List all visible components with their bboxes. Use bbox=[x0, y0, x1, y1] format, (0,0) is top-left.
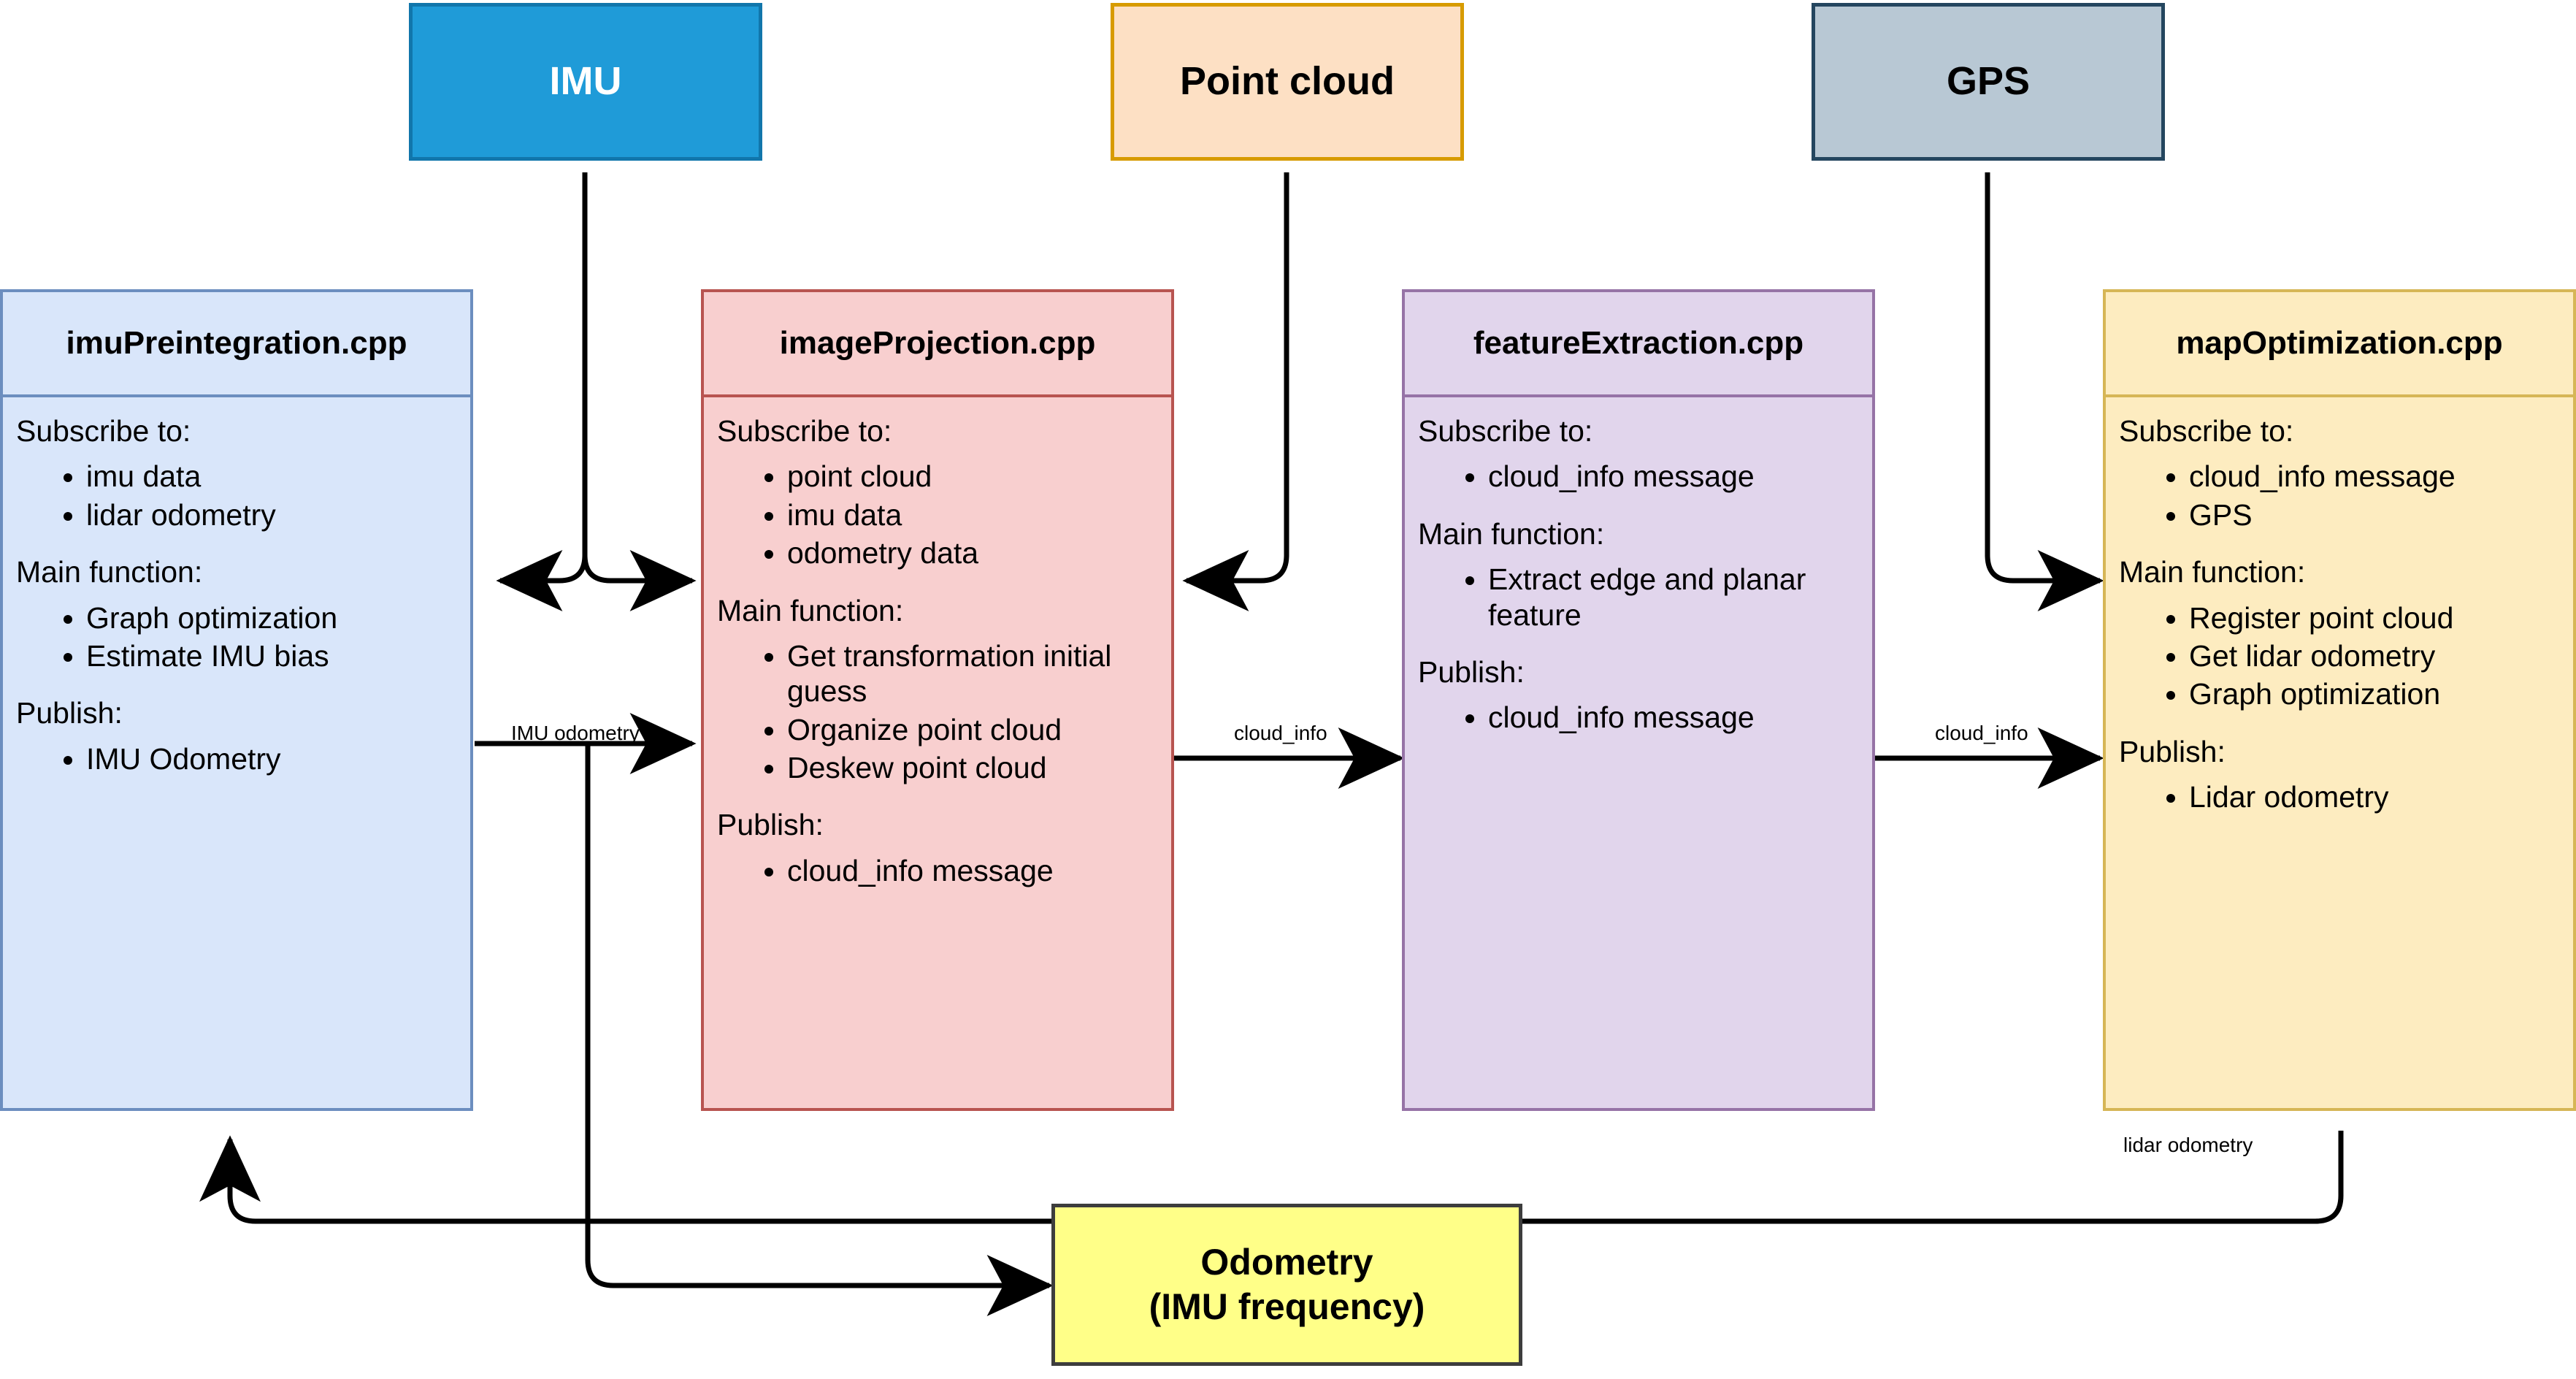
module-title-imageprojection: imageProjection.cpp bbox=[704, 292, 1171, 397]
source-node-imu-label: IMU bbox=[549, 59, 622, 104]
source-node-gps-label: GPS bbox=[1946, 59, 2031, 104]
section-list: cloud_info message bbox=[717, 853, 1158, 888]
section-list: IMU Odometry bbox=[16, 741, 457, 776]
module-body-imupreintegration: Subscribe to: imu data lidar odometry Ma… bbox=[3, 397, 470, 1108]
output-node-odometry[interactable]: Odometry (IMU frequency) bbox=[1051, 1204, 1522, 1366]
section-list: Lidar odometry bbox=[2119, 779, 2560, 814]
module-node-imupreintegration[interactable]: imuPreintegration.cpp Subscribe to: imu … bbox=[0, 289, 473, 1111]
section-heading: Publish: bbox=[16, 696, 123, 730]
module-body-imageprojection: Subscribe to: point cloud imu data odome… bbox=[704, 397, 1171, 1108]
section-heading: Main function: bbox=[2119, 555, 2306, 589]
list-item: lidar odometry bbox=[86, 497, 457, 532]
section-heading: Main function: bbox=[16, 555, 203, 589]
edge-label-lidar-odometry: lidar odometry bbox=[2123, 1134, 2253, 1156]
section-list: cloud_info message GPS bbox=[2119, 459, 2560, 532]
module-node-mapoptimization[interactable]: mapOptimization.cpp Subscribe to: cloud_… bbox=[2103, 289, 2576, 1111]
section-heading: Main function: bbox=[717, 593, 904, 627]
module-title-imupreintegration: imuPreintegration.cpp bbox=[3, 292, 470, 397]
module-body-featureextraction: Subscribe to: cloud_info message Main fu… bbox=[1405, 397, 1872, 1108]
list-item: Get lidar odometry bbox=[2189, 638, 2560, 673]
edge-imu-to-imupreintegration bbox=[496, 550, 588, 611]
source-node-gps[interactable]: GPS bbox=[1812, 3, 2165, 161]
section-heading: Subscribe to: bbox=[717, 414, 892, 448]
list-item: Get transformation initial guess bbox=[787, 638, 1158, 709]
list-item: cloud_info message bbox=[1488, 459, 1859, 494]
list-item: cloud_info message bbox=[1488, 700, 1859, 735]
source-node-point-cloud-label: Point cloud bbox=[1180, 59, 1395, 104]
section-list: Graph optimization Estimate IMU bias bbox=[16, 600, 457, 674]
list-item: GPS bbox=[2189, 497, 2560, 532]
source-node-imu[interactable]: IMU bbox=[409, 3, 762, 161]
list-item: Deskew point cloud bbox=[787, 750, 1158, 785]
module-title-featureextraction: featureExtraction.cpp bbox=[1405, 292, 1872, 397]
list-item: Register point cloud bbox=[2189, 600, 2560, 635]
section-heading: Publish: bbox=[1418, 654, 1525, 689]
list-item: imu data bbox=[787, 497, 1158, 532]
section-heading: Main function: bbox=[1418, 516, 1605, 551]
section-heading: Publish: bbox=[2119, 734, 2226, 768]
list-item: Graph optimization bbox=[2189, 676, 2560, 711]
section-list: Extract edge and planar feature bbox=[1418, 562, 1859, 633]
section-list: point cloud imu data odometry data bbox=[717, 459, 1158, 570]
list-item: point cloud bbox=[787, 459, 1158, 494]
section-heading: Subscribe to: bbox=[2119, 414, 2294, 448]
section-list: Get transformation initial guess Organiz… bbox=[717, 638, 1158, 786]
list-item: IMU Odometry bbox=[86, 741, 457, 776]
edge-gps-to-mapoptimization bbox=[1985, 172, 2104, 611]
list-item: Graph optimization bbox=[86, 600, 457, 635]
edge-label-cloud-info-1: cloud_info bbox=[1234, 722, 1327, 744]
section-list: cloud_info message bbox=[1418, 459, 1859, 494]
output-node-odometry-line1: Odometry bbox=[1200, 1242, 1373, 1283]
module-node-featureextraction[interactable]: featureExtraction.cpp Subscribe to: clou… bbox=[1402, 289, 1875, 1111]
module-title-mapoptimization: mapOptimization.cpp bbox=[2106, 292, 2573, 397]
list-item: Estimate IMU bias bbox=[86, 638, 457, 673]
section-list: Register point cloud Get lidar odometry … bbox=[2119, 600, 2560, 712]
edge-imu-to-imageprojection bbox=[582, 550, 697, 611]
module-body-mapoptimization: Subscribe to: cloud_info message GPS Mai… bbox=[2106, 397, 2573, 1108]
output-node-odometry-line2: (IMU frequency) bbox=[1149, 1286, 1425, 1327]
section-heading: Subscribe to: bbox=[16, 414, 191, 448]
module-node-imageprojection[interactable]: imageProjection.cpp Subscribe to: point … bbox=[701, 289, 1174, 1111]
list-item: cloud_info message bbox=[2189, 459, 2560, 494]
source-node-point-cloud[interactable]: Point cloud bbox=[1111, 3, 1464, 161]
section-list: cloud_info message bbox=[1418, 700, 1859, 735]
list-item: imu data bbox=[86, 459, 457, 494]
edge-label-cloud-info-2: cloud_info bbox=[1935, 722, 2028, 744]
list-item: Extract edge and planar feature bbox=[1488, 562, 1859, 633]
section-heading: Subscribe to: bbox=[1418, 414, 1593, 448]
list-item: Lidar odometry bbox=[2189, 779, 2560, 814]
section-heading: Publish: bbox=[717, 808, 824, 842]
list-item: Organize point cloud bbox=[787, 712, 1158, 747]
list-item: cloud_info message bbox=[787, 853, 1158, 888]
list-item: odometry data bbox=[787, 535, 1158, 570]
edge-label-imu-odometry: IMU odometry bbox=[511, 722, 640, 744]
output-node-odometry-label: Odometry (IMU frequency) bbox=[1149, 1240, 1425, 1329]
edge-pointcloud-to-imageprojection bbox=[1182, 172, 1289, 611]
section-list: imu data lidar odometry bbox=[16, 459, 457, 532]
